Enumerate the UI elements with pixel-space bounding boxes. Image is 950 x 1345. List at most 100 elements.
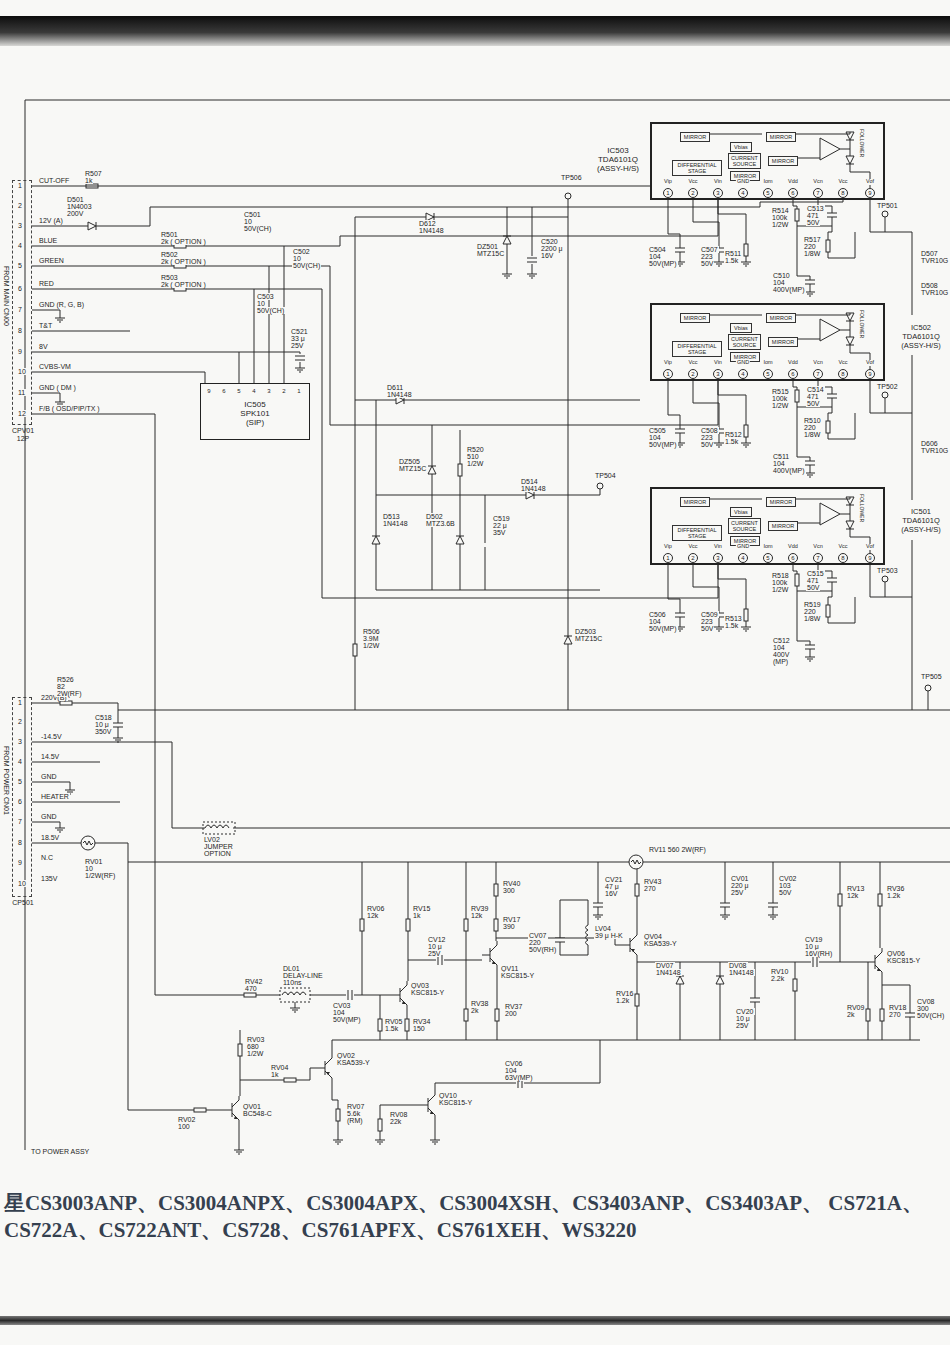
resistor-symbol bbox=[238, 1044, 242, 1056]
component-label: C512 bbox=[772, 637, 791, 644]
pin-label: 1 bbox=[17, 699, 23, 706]
component-label: 400V(MP) bbox=[772, 286, 806, 293]
wire bbox=[910, 1017, 911, 1040]
wire bbox=[746, 256, 747, 262]
pin-number: 9 bbox=[867, 371, 872, 377]
component-label: 220 bbox=[803, 243, 817, 250]
component-label: RV11 560 2W(RF) bbox=[648, 846, 707, 853]
test-point bbox=[925, 685, 931, 691]
capacitor-symbol bbox=[555, 938, 565, 942]
test-point bbox=[882, 392, 888, 398]
wire bbox=[32, 703, 60, 704]
block-label: DIFFERENTIAL STAGE bbox=[675, 527, 719, 539]
pin-circle bbox=[814, 554, 823, 563]
wire bbox=[870, 381, 912, 413]
component-label: 10 μ bbox=[94, 721, 110, 728]
component-label: 63V(MP) bbox=[504, 1074, 534, 1081]
component-label: 35V bbox=[492, 529, 506, 536]
diode-symbol bbox=[846, 337, 854, 345]
diode-symbol bbox=[372, 536, 380, 544]
block-label: CURRENT SOURCE bbox=[731, 520, 758, 532]
component-label: RV02 bbox=[177, 1116, 196, 1123]
component-label: DELAY-LINE bbox=[282, 972, 324, 979]
ic-package: IC503 TDA6101Q (ASSY-H/S)MIRRORVbiasMIRR… bbox=[650, 122, 885, 200]
wire bbox=[206, 1110, 224, 1111]
resistor-symbol bbox=[464, 919, 468, 931]
component-label: 103 bbox=[778, 882, 792, 889]
wire bbox=[496, 938, 622, 945]
wire bbox=[680, 433, 681, 443]
part-name: IC501 TDA6101Q (ASSY-H/S) bbox=[893, 507, 949, 534]
wire bbox=[72, 703, 118, 723]
pin-label: GND ( DM ) bbox=[38, 384, 77, 391]
component-label: 220 μ bbox=[730, 882, 750, 889]
wire bbox=[466, 862, 467, 919]
wire bbox=[718, 381, 746, 425]
transistor-symbol bbox=[482, 941, 497, 969]
component-label: 104 bbox=[648, 253, 662, 260]
component-label: R501 bbox=[160, 231, 179, 238]
wire bbox=[560, 900, 588, 901]
resistor-symbol bbox=[744, 425, 748, 437]
component-label: 1/2W(RF) bbox=[84, 872, 116, 879]
block-label: MIRROR bbox=[769, 315, 793, 321]
component-label: C510 bbox=[772, 272, 791, 279]
fusible-resistor bbox=[629, 855, 643, 869]
component-label: 10 bbox=[256, 300, 266, 307]
component-label: D612 bbox=[418, 220, 437, 227]
component-label: R514 bbox=[771, 207, 790, 214]
inductor-symbol bbox=[586, 925, 589, 945]
component-label: 12k bbox=[470, 912, 483, 919]
component-label: 2k bbox=[470, 1007, 479, 1014]
wire bbox=[668, 565, 680, 613]
component-label: 25V bbox=[427, 950, 441, 957]
wire bbox=[560, 900, 561, 938]
resistor-symbol bbox=[244, 993, 256, 997]
pin-circle bbox=[839, 189, 848, 198]
component-label: R520 bbox=[466, 446, 485, 453]
component-label: 1N4003 bbox=[66, 203, 93, 210]
component-label: RV34 bbox=[412, 1018, 431, 1025]
wire bbox=[300, 362, 301, 368]
wire bbox=[507, 207, 508, 236]
component-label: QV02 bbox=[336, 1052, 356, 1059]
wire bbox=[560, 942, 561, 955]
wire bbox=[32, 289, 174, 290]
pin-label: 3 bbox=[17, 738, 23, 745]
component-label: QV06 bbox=[886, 950, 906, 957]
pin-name: Vcn bbox=[812, 360, 823, 366]
component-label: 100 bbox=[177, 1123, 191, 1130]
wire bbox=[376, 590, 600, 591]
wire bbox=[128, 862, 629, 863]
pin-name: Vof bbox=[865, 544, 875, 550]
component-label: R510 bbox=[803, 417, 822, 424]
wire bbox=[460, 476, 461, 536]
ground-symbol bbox=[502, 274, 512, 278]
wire bbox=[32, 782, 70, 790]
capacitor-symbol bbox=[295, 356, 305, 360]
block-label: CURRENT SOURCE bbox=[731, 155, 758, 167]
ground-symbol bbox=[333, 1140, 343, 1144]
wire bbox=[32, 742, 205, 828]
wire bbox=[497, 969, 498, 1009]
pin-number: 5 bbox=[765, 555, 770, 561]
component-label: RV39 bbox=[470, 905, 489, 912]
delay-line-symbol bbox=[282, 992, 306, 995]
block-label: MIRROR bbox=[683, 499, 707, 505]
component-label: 50V bbox=[700, 441, 714, 448]
wire bbox=[880, 862, 881, 894]
resistor-symbol bbox=[336, 1109, 340, 1121]
wire bbox=[870, 200, 912, 232]
component-label: C514 bbox=[806, 386, 825, 393]
block-label: MIRROR bbox=[683, 134, 707, 140]
component-label: DZ501 bbox=[476, 243, 499, 250]
wire bbox=[376, 544, 377, 590]
component-label: C504 bbox=[648, 246, 667, 253]
wire bbox=[693, 565, 719, 613]
component-label: MTZ15C bbox=[476, 250, 505, 257]
component-label: RV18 bbox=[888, 1004, 907, 1011]
wire bbox=[338, 1121, 339, 1140]
component-label: 104 bbox=[772, 279, 786, 286]
component-label: TP506 bbox=[560, 174, 583, 181]
component-label: 680 bbox=[246, 1043, 260, 1050]
